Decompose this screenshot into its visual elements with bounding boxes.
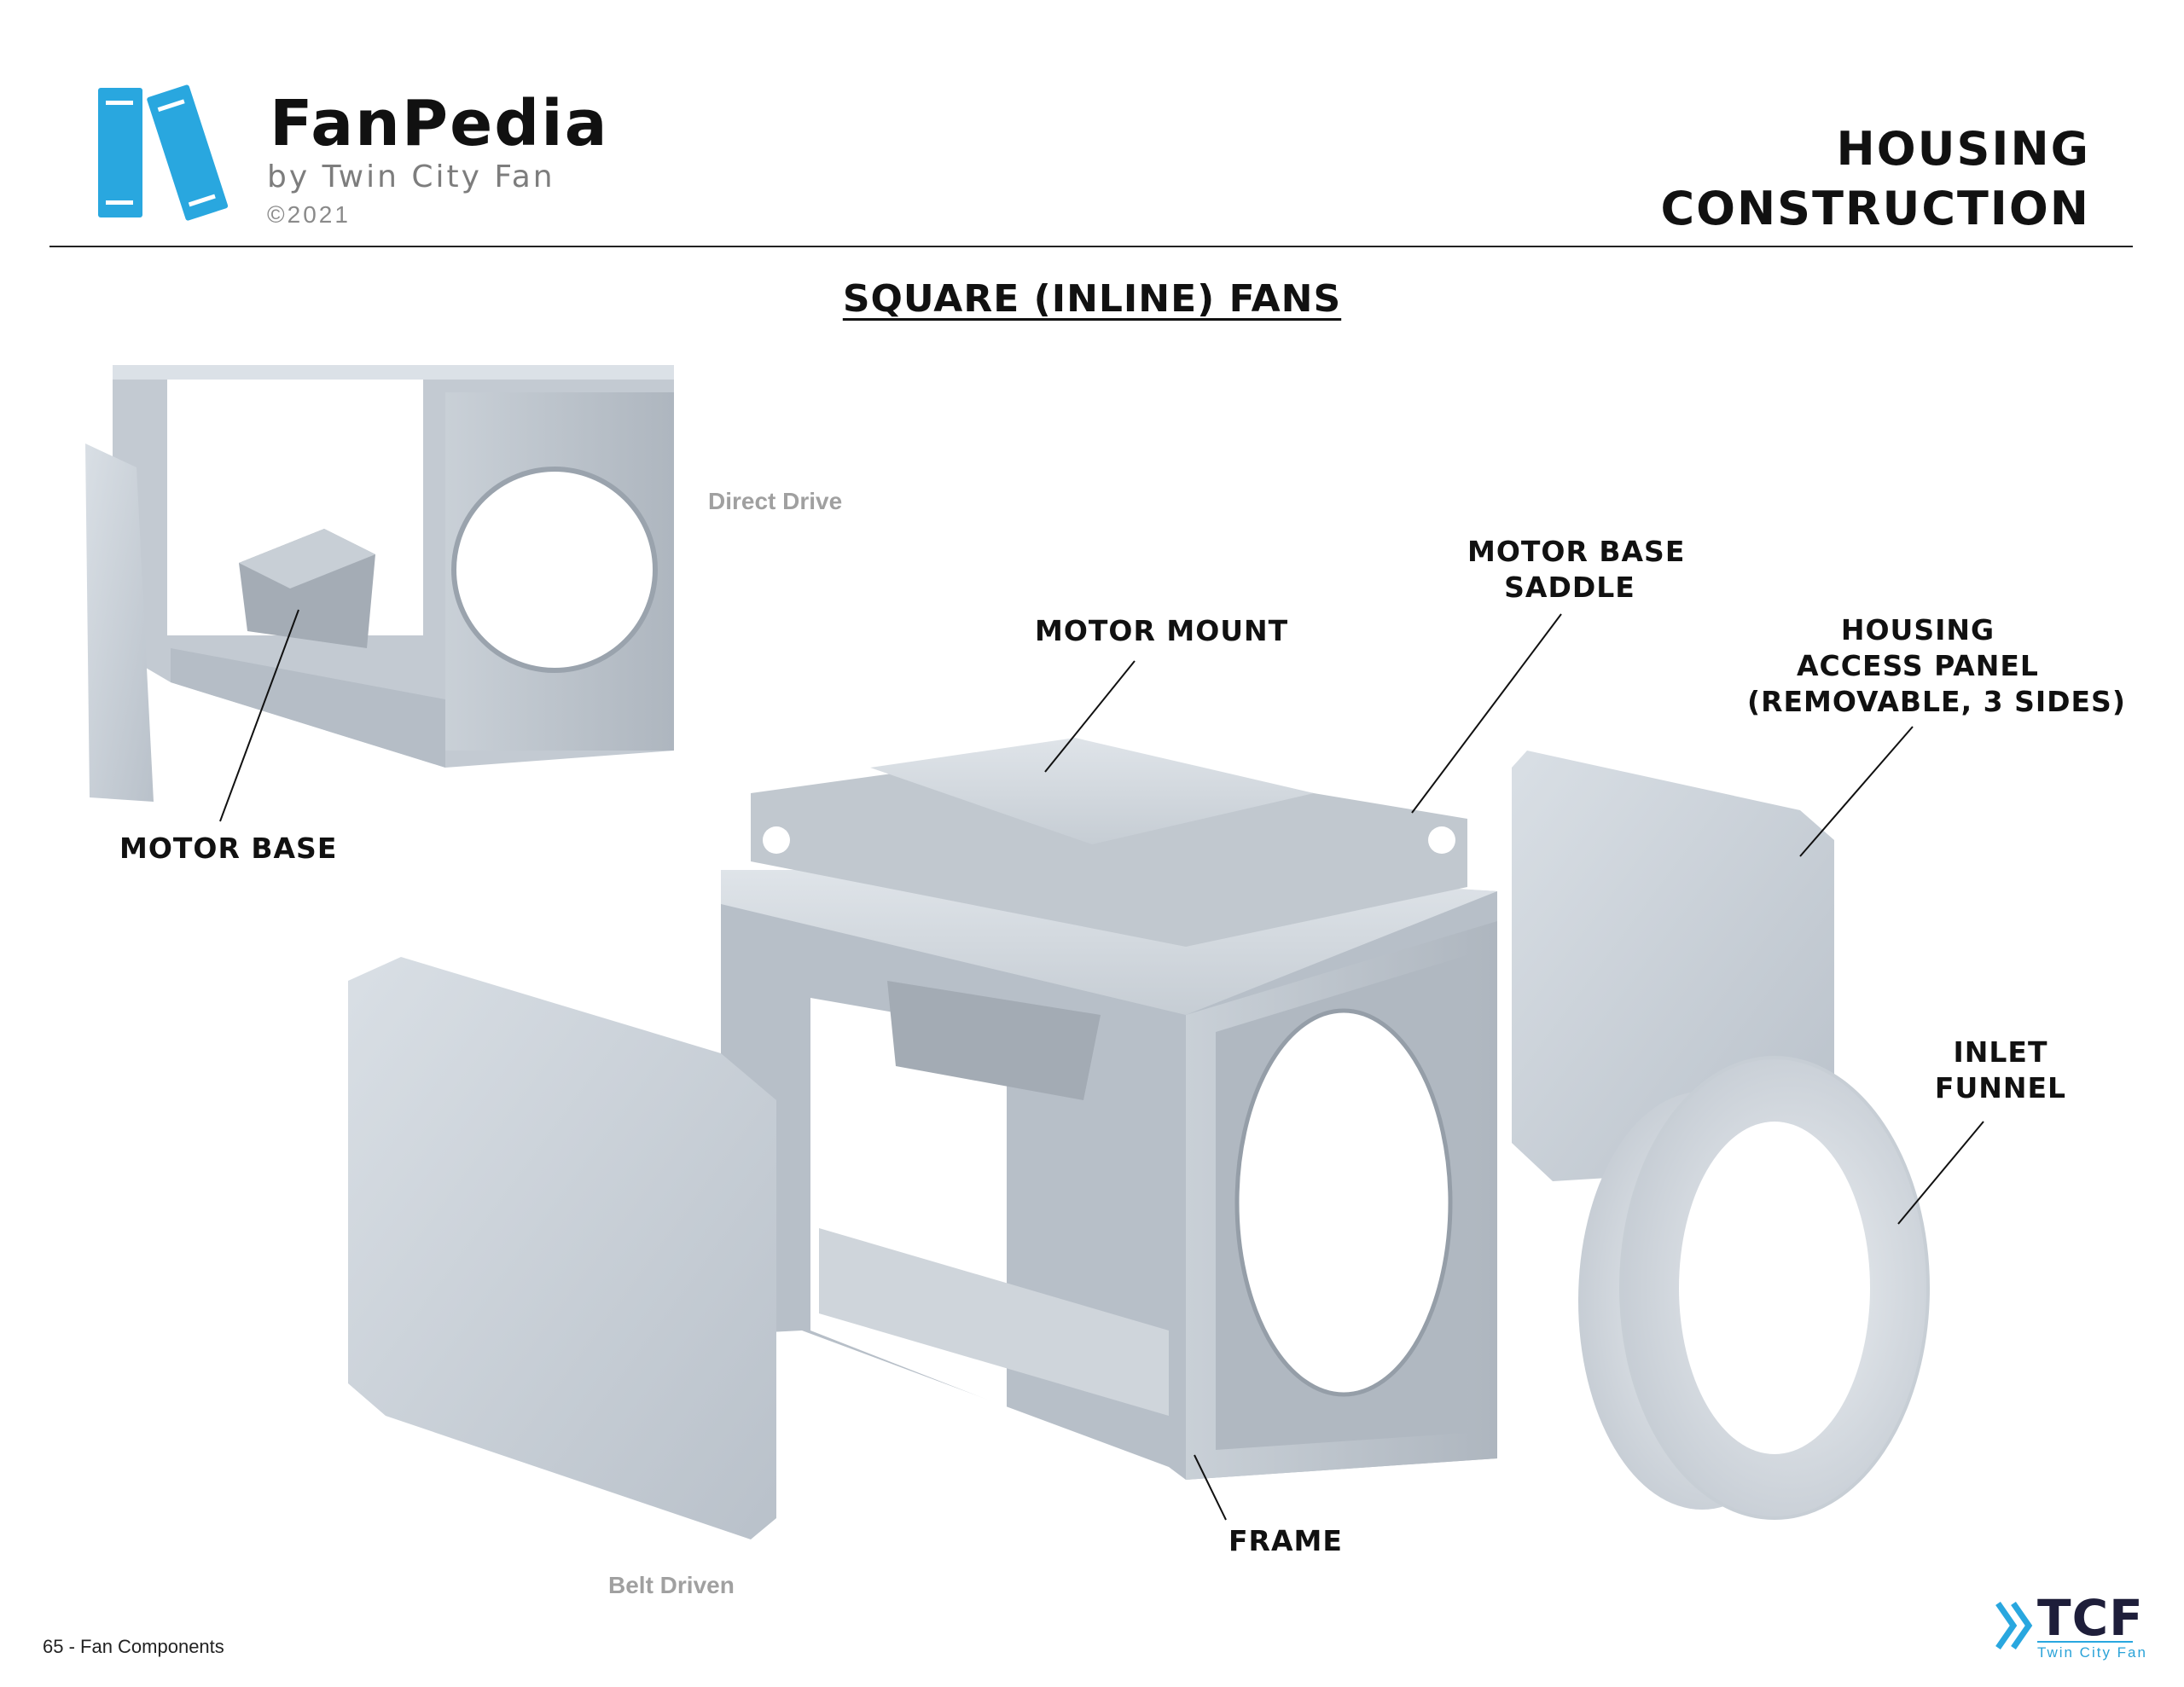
callout-motor-mount: MOTOR MOUNT <box>1035 614 1289 647</box>
callout-motor-base-saddle: MOTOR BASE SADDLE <box>1467 534 1686 606</box>
logo-title: FanPedia <box>270 87 609 160</box>
inlet-funnel <box>1578 1056 1930 1520</box>
callout-frame: FRAME <box>1228 1524 1343 1557</box>
callout-housing-line1: HOUSING <box>1840 613 1995 646</box>
logo-subtitle: by Twin City Fan <box>267 159 555 194</box>
callout-motor-base: MOTOR BASE <box>119 832 338 865</box>
direct-drive-unit <box>85 365 674 802</box>
page-title-line2: CONSTRUCTION <box>1660 182 2090 235</box>
belt-driven-unit <box>721 738 1497 1480</box>
logo-copyright: ©2021 <box>267 201 351 228</box>
callout-inlet-funnel: INLET FUNNEL <box>1932 1035 2069 1106</box>
callout-inlet-line1: INLET <box>1953 1035 2048 1069</box>
page-reference: 65 - Fan Components <box>43 1636 224 1657</box>
header-divider <box>49 246 2133 247</box>
tcf-brand-mark: TCF <box>2037 1589 2144 1647</box>
belt-driven-label: Belt Driven <box>608 1572 735 1598</box>
section-title-text: SQUARE (INLINE) FANS <box>842 277 1342 321</box>
tcf-brand-name: Twin City Fan <box>2037 1644 2147 1661</box>
callout-housing-access-panel: HOUSING ACCESS PANEL (REMOVABLE, 3 SIDES… <box>1747 612 2126 720</box>
callout-housing-line2: ACCESS PANEL <box>1797 649 2039 682</box>
page-title-line1: HOUSING <box>1836 122 2090 176</box>
callout-housing-line3: (REMOVABLE, 3 SIDES) <box>1747 685 2126 718</box>
leader-lines <box>219 609 1984 1521</box>
page-title: HOUSING CONSTRUCTION <box>1660 119 2090 239</box>
housing-access-panel-left <box>348 957 776 1539</box>
callout-motor-base-saddle-line2: SADDLE <box>1504 571 1635 604</box>
callout-inlet-line2: FUNNEL <box>1934 1071 2067 1104</box>
section-title: SQUARE (INLINE) FANS <box>0 277 2184 321</box>
callout-motor-base-saddle-line1: MOTOR BASE <box>1467 535 1686 568</box>
direct-drive-label: Direct Drive <box>708 488 843 514</box>
